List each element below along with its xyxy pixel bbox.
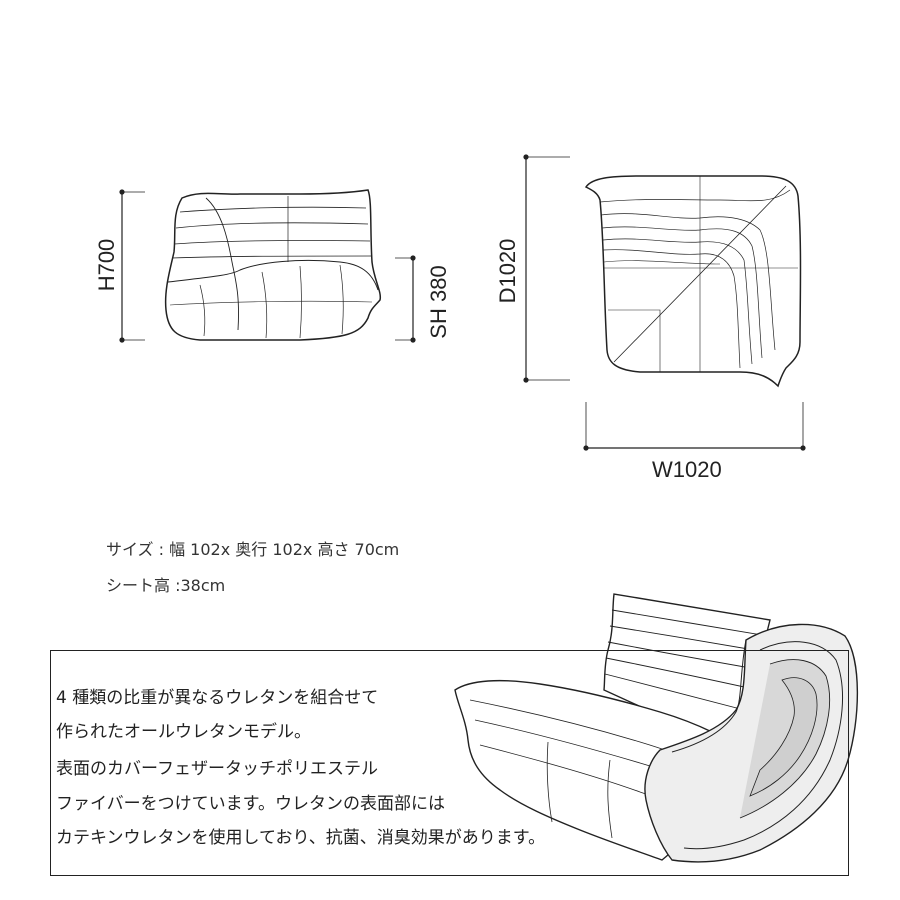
seat-height-label: SH 380 bbox=[426, 265, 451, 339]
width-label: W1020 bbox=[652, 457, 722, 482]
description-line: 4 種類の比重が異なるウレタンを組合せて bbox=[56, 688, 379, 708]
seat-height-spec: シート高 :38cm bbox=[106, 576, 226, 595]
top-view-drawing bbox=[523, 154, 806, 451]
front-view-drawing bbox=[119, 189, 382, 343]
height-label: H700 bbox=[94, 238, 119, 292]
depth-label: D1020 bbox=[495, 238, 520, 304]
description-line: ファイバーをつけています。ウレタンの表面部には bbox=[56, 794, 445, 814]
seat-height-dimension bbox=[395, 255, 416, 343]
cutaway-drawing bbox=[454, 593, 859, 863]
description-line: 表面のカバーフェザータッチポリエステル bbox=[56, 759, 378, 779]
description-line: カテキンウレタンを使用しており、抗菌、消臭効果があります。 bbox=[56, 828, 546, 848]
description-line: 作られたオールウレタンモデル。 bbox=[56, 722, 311, 742]
description-box bbox=[50, 650, 849, 876]
size-spec: サイズ : 幅 102x 奥行 102x 高さ 70cm bbox=[106, 540, 400, 559]
